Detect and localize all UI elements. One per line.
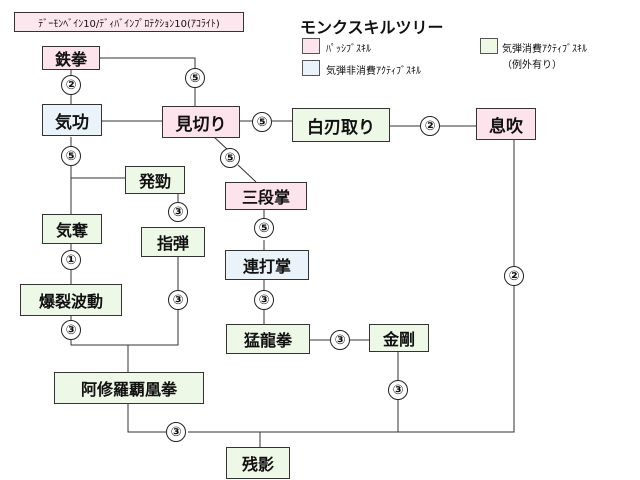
cost-tekken-mikiri: ⑤ <box>185 68 205 88</box>
legend-swatch-active-free <box>302 60 320 76</box>
legend-swatch-active-cost <box>480 38 498 54</box>
cost-rendasho-mouryuuken: ③ <box>254 290 274 310</box>
cost-ashura-zanei: ③ <box>166 422 186 442</box>
skill-mouryuuken[interactable]: 猛龍拳 <box>226 324 310 354</box>
cost-kikou-kidatsu: ⑤ <box>61 146 81 166</box>
cost-kongou-zanei: ③ <box>388 380 408 400</box>
cost-bakuretsu-ashura: ③ <box>61 320 81 340</box>
skill-bakuretsu[interactable]: 爆裂波動 <box>20 284 122 316</box>
skill-kidatsu[interactable]: 気奪 <box>42 214 102 244</box>
skill-rendasho[interactable]: 連打掌 <box>225 250 309 280</box>
cost-sandansho-rendasho: ⑤ <box>254 218 274 238</box>
skill-tekken[interactable]: 鉄拳 <box>42 46 100 70</box>
skill-shidan[interactable]: 指弾 <box>141 227 205 257</box>
cost-hakkei-shidan: ③ <box>168 202 188 222</box>
skill-shiraha[interactable]: 白刃取り <box>292 108 390 142</box>
skill-sandansho[interactable]: 三段掌 <box>225 182 307 210</box>
cost-sokuhou-zanei: ② <box>504 266 524 286</box>
prerequisite-box: ﾃﾞｰﾓﾝﾍﾞｲﾝ10/ﾃﾞｨﾊﾞｲﾝﾌﾟﾛﾃｸｼｮﾝ10(ｱｺﾗｲﾄ) <box>14 12 244 32</box>
cost-tekken-kikou: ② <box>61 75 81 95</box>
skill-kikou[interactable]: 気功 <box>42 104 102 136</box>
cost-shiraha-sokuhou: ② <box>420 116 440 136</box>
skill-sokuhou[interactable]: 息吹 <box>476 108 536 140</box>
skill-mikiri[interactable]: 見切り <box>162 106 240 138</box>
legend-label-active-cost: 気弾消費ｱｸﾃｨﾌﾞｽｷﾙ <box>502 44 587 55</box>
skill-ashura[interactable]: 阿修羅覇凰拳 <box>54 372 204 404</box>
legend-label-passive: ﾊﾟｯｼﾌﾞｽｷﾙ <box>326 44 371 55</box>
cost-mikiri-sandansho: ⑤ <box>220 148 240 168</box>
cost-kidatsu-bakuretsu: ① <box>61 250 81 270</box>
tree-title: モンクスキルツリー <box>300 18 444 37</box>
skill-hakkei[interactable]: 発勁 <box>125 166 185 194</box>
skill-kongou[interactable]: 金剛 <box>369 324 429 352</box>
legend-label-active-free: 気弾非消費ｱｸﾃｨﾌﾞｽｷﾙ <box>326 66 421 77</box>
cost-mouryuuken-kongou: ③ <box>330 330 350 350</box>
skill-zanei[interactable]: 残影 <box>226 447 290 479</box>
legend-swatch-passive <box>302 38 320 54</box>
cost-shidan-ashura: ③ <box>168 290 188 310</box>
cost-mikiri-shiraha: ⑤ <box>252 112 272 132</box>
legend-note-active-cost: （例外有り） <box>502 60 562 71</box>
